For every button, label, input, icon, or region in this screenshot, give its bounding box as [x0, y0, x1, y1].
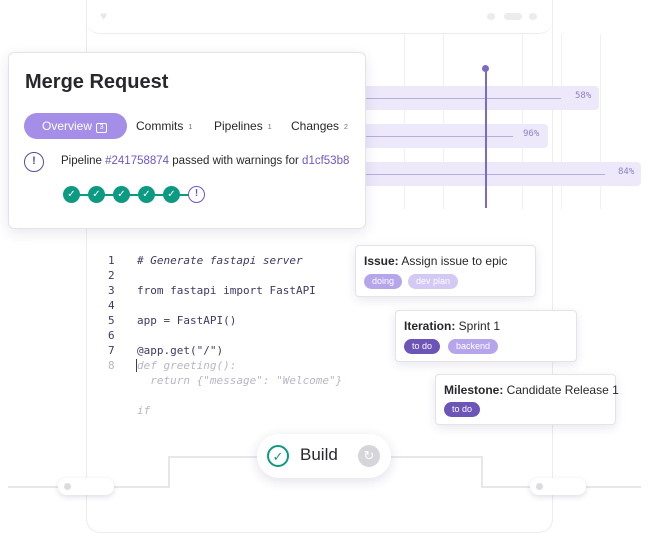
pipeline-id-link[interactable]: #241758874 [105, 155, 170, 167]
card-title: Issue: Assign issue to epic [364, 254, 507, 268]
pipeline-status: Pipeline #241758874 passed with warnings… [61, 155, 349, 167]
stage-connector [77, 194, 192, 196]
line-number: 7 [108, 344, 115, 357]
build-track [481, 456, 483, 488]
check-icon[interactable]: ✓ [63, 186, 80, 203]
label-badge[interactable]: to do [404, 339, 441, 354]
grid-line [404, 34, 405, 209]
tab-count: 3 [96, 123, 108, 133]
label-badge[interactable]: doing [364, 274, 403, 289]
card-kind: Milestone: [444, 383, 504, 397]
tab-label: Overview [42, 119, 93, 133]
check-icon[interactable]: ✓ [113, 186, 130, 203]
card-title: Iteration: Sprint 1 [404, 319, 500, 333]
milestone-card[interactable]: Milestone: Candidate Release 1 to do [435, 374, 619, 425]
progress-bar: 84% [365, 162, 641, 186]
check-icon[interactable]: ✓ [138, 186, 155, 203]
check-icon[interactable]: ✓ [163, 186, 180, 203]
iteration-card[interactable]: Iteration: Sprint 1 to do backend [395, 310, 577, 362]
grid-line [600, 34, 601, 209]
label-badge[interactable]: to do [444, 402, 481, 417]
window-control-icon [487, 13, 495, 20]
pipeline-middle: passed with warnings for [169, 155, 303, 167]
code-suggestion: if [137, 404, 151, 417]
build-track [390, 456, 482, 458]
window-control-icon [529, 13, 537, 20]
warning-icon[interactable]: ! [188, 186, 205, 203]
tab-label: Commits [136, 119, 184, 133]
track-handle[interactable] [530, 478, 586, 495]
label-badge[interactable]: backend [448, 339, 499, 354]
tab-pipelines[interactable]: Pipelines 1 [214, 113, 272, 139]
refresh-icon[interactable]: ↻ [358, 445, 380, 467]
build-label: Build [300, 445, 338, 464]
progress-bar-label: 58% [575, 91, 592, 101]
grid-line [443, 34, 444, 209]
grid-line [522, 34, 523, 209]
code-text: @app.get("/") [137, 344, 224, 357]
pipeline-prefix: Pipeline [61, 155, 106, 167]
card-name: Candidate Release 1 [503, 383, 619, 397]
progress-bar: 58% [365, 86, 599, 110]
line-number: 6 [108, 329, 115, 342]
progress-bar-label: 84% [618, 167, 635, 177]
card-kind: Issue: [364, 254, 399, 268]
progress-bar-label: 96% [523, 129, 540, 139]
tab-label: Pipelines [214, 119, 263, 133]
code-text: # Generate fastapi server [137, 254, 303, 267]
grid-line [561, 34, 562, 209]
tab-commits[interactable]: Commits 1 [136, 113, 192, 139]
heart-icon: ♥ [100, 9, 108, 23]
line-number: 8 [108, 359, 115, 372]
code-text: app = FastAPI() [137, 314, 237, 327]
window-titlebar [86, 0, 553, 34]
code-text: from fastapi import FastAPI [137, 284, 316, 297]
commit-link[interactable]: d1cf53b8 [302, 155, 350, 167]
label-badge[interactable]: dev plan [408, 274, 459, 289]
card-name: Assign issue to epic [398, 254, 508, 268]
timeline-cursor-handle[interactable] [482, 65, 489, 72]
card-name: Sprint 1 [455, 319, 501, 333]
warning-icon: ! [24, 152, 44, 172]
check-icon[interactable]: ✓ [88, 186, 105, 203]
tab-count: 1 [267, 124, 272, 131]
code-suggestion: def greeting(): [137, 359, 237, 372]
line-number: 1 [108, 254, 115, 267]
line-number: 2 [108, 269, 115, 282]
progress-bar: 96% [365, 124, 548, 148]
progress-bar-track [365, 98, 561, 99]
line-number: 3 [108, 284, 115, 297]
progress-bar-track [365, 136, 513, 137]
code-suggestion: return {"message": "Welcome"} [137, 374, 343, 387]
timeline-cursor[interactable] [485, 68, 487, 208]
track-handle[interactable] [58, 478, 114, 495]
text-caret [136, 359, 137, 372]
line-number: 4 [108, 299, 115, 312]
line-number: 5 [108, 314, 115, 327]
build-track [168, 456, 170, 488]
tab-count: 1 [188, 124, 193, 131]
card-kind: Iteration: [404, 319, 456, 333]
tab-changes[interactable]: Changes 2 [291, 113, 348, 139]
build-button[interactable]: ✓ Build ↻ [257, 434, 391, 478]
issue-card[interactable]: Issue: Assign issue to epic doing dev pl… [355, 245, 536, 297]
card-title: Milestone: Candidate Release 1 [444, 383, 619, 397]
tab-count: 2 [344, 124, 348, 131]
build-track [168, 456, 258, 458]
window-control-icon [504, 13, 522, 20]
tab-label: Changes [291, 119, 340, 133]
merge-request-title: Merge Request [25, 71, 169, 93]
check-circle-icon: ✓ [267, 445, 289, 467]
